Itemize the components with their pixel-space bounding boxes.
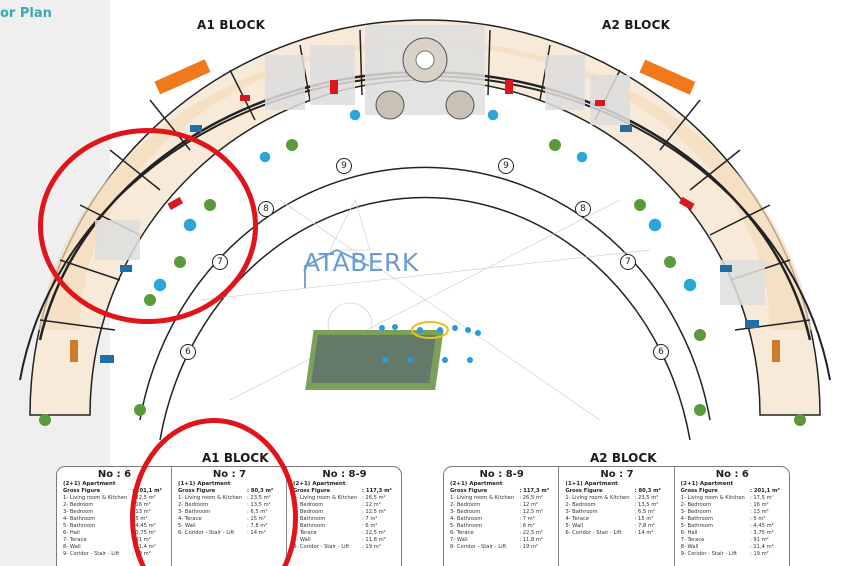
site-render xyxy=(305,321,481,390)
table-row: 1- Living room & Kitchen: 26,5 m² xyxy=(450,495,544,501)
a2-table-title: A2 BLOCK xyxy=(590,451,657,465)
table-row: 6- Terace: 22,5 m² xyxy=(450,530,544,536)
table-row: 3- Bedroom: 12,5 m² xyxy=(293,509,386,515)
column-heading: No : 7 xyxy=(600,469,634,480)
table-row: 6- Terace: 22,5 m² xyxy=(293,530,386,536)
table-row: 2- Bedroom: 12 m² xyxy=(293,502,381,508)
table-row: 3- Bedroom: 13 m² xyxy=(680,509,769,515)
column-heading: No : 6 xyxy=(715,469,749,480)
gross-row: Gross Figure: 117,3 m² xyxy=(293,488,392,494)
table-row: 5- Bathroom: 6 m² xyxy=(450,523,535,529)
a2-col-no8-9: No : 8-9 (2+1) Apartment Gross Figure: 1… xyxy=(444,467,560,566)
column-heading: No : 8-9 xyxy=(479,469,524,480)
table-row: 4- Bathroom: 7 m² xyxy=(293,516,378,522)
a2-area-table: No : 8-9 (2+1) Apartment Gross Figure: 1… xyxy=(443,466,790,566)
apartment-type: (1+1) Apartment xyxy=(565,481,618,487)
table-row: 6- Coridor - Stair - Lift: 14 m² xyxy=(565,530,654,536)
table-row: 4- Bathroom: 5 m² xyxy=(680,516,766,522)
apartment-type: (2+1) Apartment xyxy=(293,481,346,487)
table-row: 2- Bedroom: 13,5 m² xyxy=(565,502,659,508)
block-label-a1: A1 BLOCK xyxy=(197,18,266,32)
table-row: 5- Wall: 7,8 m² xyxy=(565,523,656,529)
table-row: 7- Wall: 11,8 m² xyxy=(450,537,544,543)
table-row: 8- Coridor - Stair - Lift: 19 m² xyxy=(450,544,539,550)
table-row: 3- Bathroom: 6,5 m² xyxy=(565,509,656,515)
apartment-marker-9-right: 9 xyxy=(498,158,514,174)
watermark: ERR xyxy=(768,486,850,526)
table-row: 5- Bathroom: 4,45 m² xyxy=(680,523,774,529)
apartment-marker-6-left: 6 xyxy=(180,344,196,360)
table-row: 2- Bedroom: 12 m² xyxy=(450,502,539,508)
a1-col-no8-9: No : 8-9 (2+1) Apartment Gross Figure: 1… xyxy=(287,467,401,566)
table-row: 5- Bathroom: 6 m² xyxy=(293,523,378,529)
table-row: 2- Bedroom: 16 m² xyxy=(680,502,769,508)
table-row: 1- Living room & Kitchen: 17,5 m² xyxy=(680,495,774,501)
a2-col-no6: No : 6 (2+1) Apartment Gross Figure: 201… xyxy=(675,467,789,566)
highlight-circle-plan xyxy=(38,128,258,324)
table-row: 7- Wall: 11,8 m² xyxy=(293,537,386,543)
table-row: 3- Bedroom: 12,5 m² xyxy=(450,509,544,515)
table-row: 4- Terace: 15 m² xyxy=(565,516,654,522)
apartment-marker-7-right: 7 xyxy=(620,254,636,270)
apartment-type: (2+1) Apartment xyxy=(450,481,503,487)
gross-row: Gross Figure: 117,3 m² xyxy=(450,488,550,494)
table-row: 9- Coridor - Stair - Lift: 19 m² xyxy=(680,551,769,557)
block-label-a2: A2 BLOCK xyxy=(602,18,671,32)
column-heading: No : 6 xyxy=(97,469,132,480)
table-row: 8- Coridor - Stair - Lift: 19 m² xyxy=(293,544,381,550)
apartment-marker-9-left: 9 xyxy=(336,158,352,174)
ataberk-logo: ATABERK xyxy=(303,248,419,277)
gross-row: Gross Figure: 201,1 m² xyxy=(680,488,780,494)
table-row: 8- Wall: 11,4 m² xyxy=(680,544,774,550)
table-row: 4- Bathroom: 7 m² xyxy=(450,516,535,522)
table-row: 1- Living room & Kitchen: 26,5 m² xyxy=(293,495,386,501)
apartment-type: (2+1) Apartment xyxy=(680,481,734,487)
table-row: 7- Terace: 91 m² xyxy=(680,537,769,543)
gross-row: Gross Figure: 80,3 m² xyxy=(565,488,661,494)
a2-col-no7: No : 7 (1+1) Apartment Gross Figure: 80,… xyxy=(559,467,675,566)
apartment-marker-8-left: 8 xyxy=(258,201,274,217)
apartment-marker-6-right: 6 xyxy=(653,344,669,360)
column-heading: No : 8-9 xyxy=(322,469,367,480)
table-row: 6- Hall: 3,75 m² xyxy=(680,530,774,536)
apartment-type: (2+1) Apartment xyxy=(63,481,116,487)
table-row: 1- Living room & Kitchen: 23,5 m² xyxy=(565,495,659,501)
page-title: or Plan xyxy=(0,6,52,21)
apartment-marker-8-right: 8 xyxy=(575,201,591,217)
